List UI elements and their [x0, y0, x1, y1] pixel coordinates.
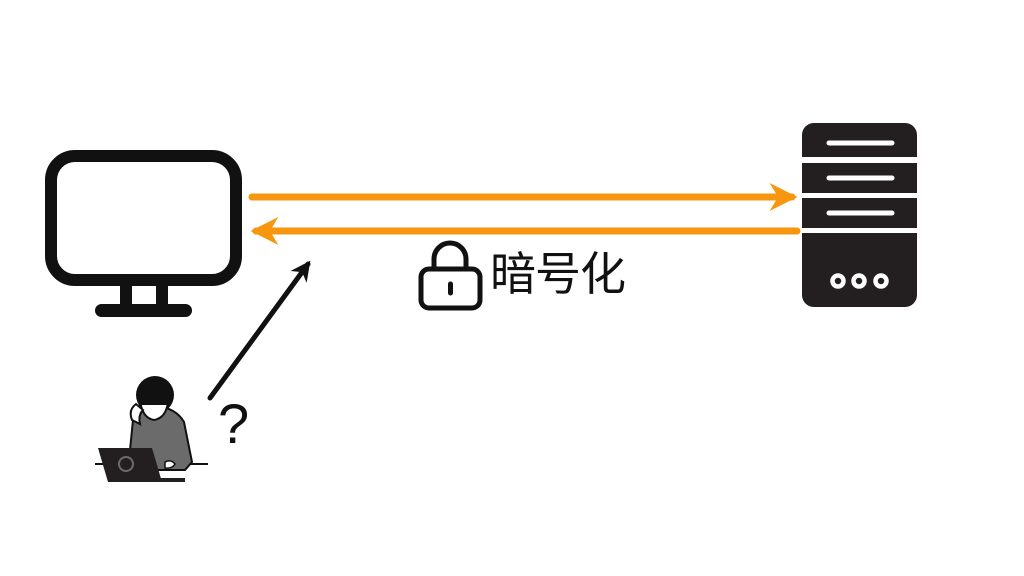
- server-icon: [801, 122, 917, 308]
- lock-icon: [418, 240, 483, 311]
- encryption-label: 暗号化: [490, 247, 626, 301]
- interception-arrow: [207, 260, 311, 401]
- monitor-icon: [45, 150, 242, 317]
- attacker-illustration: [95, 376, 208, 482]
- question-mark: ?: [218, 392, 250, 455]
